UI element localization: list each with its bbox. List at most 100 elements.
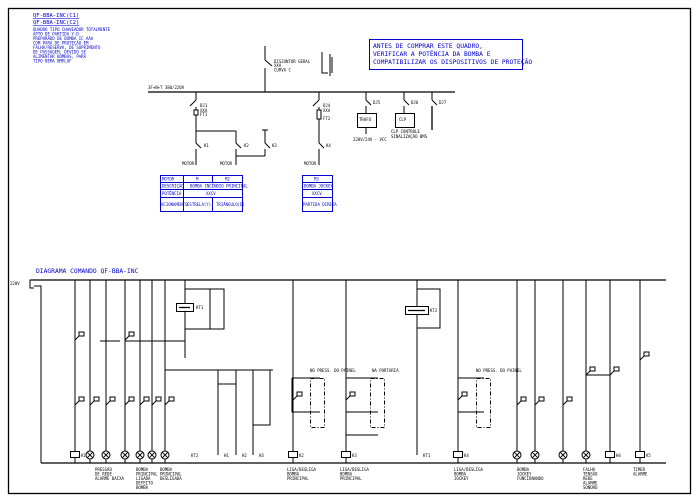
contact-actuator-icon (461, 391, 468, 397)
contact-actuator-icon (589, 366, 596, 372)
column-description-line: BOMBA (340, 472, 353, 477)
contact-actuator-icon (128, 396, 135, 402)
svg-text:XXA: XXA (200, 108, 208, 113)
power-diagram: DISJUNTOR GERAL XXA CURVA C 3F+N+T 380/2… (148, 46, 455, 166)
contactor-k2-symbol (235, 142, 242, 149)
table-main-r4c2: ESTRELA(Y) (187, 202, 211, 207)
contact-actuator-icon (349, 391, 356, 397)
control-diagram: DIAGRAMA COMANDO QF-BBA-INC 220V KT1 KT2… (10, 268, 666, 490)
coil-label: H4 (616, 453, 621, 458)
warning-line-2: VERIFICAR A POTÊNCIA DA BOMBA E (373, 49, 491, 58)
remote-panel-box-1 (310, 378, 325, 428)
contact-actuator-icon (93, 396, 100, 402)
column-description-line: PRINCIPAL (136, 472, 158, 477)
relay-ft2-symbol (316, 109, 322, 120)
table-main-r2c2: BOMBA INCÊNDIO PRINCIPAL (190, 184, 248, 189)
column-description-line: PRINCIPAL (287, 476, 309, 481)
breaker-dj5-label: DJ5 (373, 100, 381, 105)
column-description-line: LIGA/DESLIGA (454, 467, 483, 472)
breaker-dj6-label: DJ6 (411, 100, 419, 105)
contactor-k4-label: K4 (326, 143, 331, 148)
column-description-line: PRESSÃO (95, 467, 112, 472)
header-note-7: ALIMENTAR BOMBAS, PARA (33, 54, 87, 59)
column-description-line: PRINCIPAL (340, 476, 362, 481)
contact-actuator-icon (128, 331, 135, 337)
column-description-line: REDE (583, 476, 593, 481)
coil-icon (605, 451, 615, 458)
coil-label: KT2 (191, 453, 199, 458)
bus-label: 3F+N+T 380/220V (148, 85, 185, 90)
contact-actuator-icon (168, 396, 175, 402)
column-description-line: BOMBA (454, 472, 467, 477)
column-description-line: ALARME BAIXA (95, 476, 124, 481)
header-note-3: PREPARADO DE BOMBA IC AAA (33, 36, 94, 41)
column-description-line: LIGADA (136, 476, 151, 481)
header-note-4: COM PARA DE PROTEÇÃO EM (33, 41, 89, 46)
coil-label: K2 (299, 453, 304, 458)
table-main-r4c1: ACIONAMENTO (161, 202, 188, 207)
coil-label: KT1 (423, 453, 431, 458)
breaker-dj5-symbol (365, 99, 372, 106)
coil-icon (288, 451, 298, 458)
transformer-box (357, 113, 377, 128)
column-description-line: TIMER (633, 467, 646, 472)
coil-icon (635, 451, 645, 458)
breaker-jockey-symbol (312, 99, 320, 107)
svg-text:XXA: XXA (323, 108, 331, 113)
contact-actuator-icon (538, 396, 545, 402)
table-main-r1c1: MOTOR (162, 177, 175, 182)
coil-label: H1 (224, 453, 229, 458)
control-diagram-title: DIAGRAMA COMANDO QF-BBA-INC (36, 268, 139, 275)
header-title-2: QF-BBA-INC(C2) (33, 20, 79, 26)
branch-dj6-device: CLP CONTROLE (391, 129, 420, 134)
column-description-line: SONORO (583, 485, 598, 490)
column-description-line: FUNCIONANDO (517, 476, 544, 481)
motor-output-jockey: MOTOR (304, 161, 317, 166)
panel-note-1: NO PRESS. DO PAINEL (310, 368, 356, 373)
warning-line-3: COMPATIBILIZAR OS DISPOSITIVOS DE PROTEÇ… (373, 57, 532, 66)
coil-label: K5 (646, 453, 651, 458)
coil-label: H2 (242, 453, 247, 458)
sheet-border (7, 7, 692, 495)
svg-text:DJ4: DJ4 (323, 103, 331, 108)
svg-text:DJ1: DJ1 (200, 103, 208, 108)
header-note-2: APTO DE PARTIDA Y-D (33, 32, 79, 37)
warning-box: ANTES DE COMPRAR ESTE QUADRO, VERIFICAR … (369, 39, 532, 70)
header-note-8: TIPO BEMA BMPLUF (33, 59, 72, 64)
panel-note-2: NA PORTARIA (372, 368, 399, 373)
contact-actuator-icon (78, 331, 85, 337)
branch-dj5-device: 220V/24V - VCC (353, 137, 387, 142)
contact-actuator-icon (155, 396, 162, 402)
column-description-line: TENSÃO (583, 472, 598, 477)
branch-dj6-note: SINALIZAÇÃO BMS (391, 134, 428, 139)
table-main-r1c2: M (196, 177, 199, 182)
remote-panel-box-3 (476, 378, 491, 428)
plc-box (395, 113, 415, 128)
surge-protector-symbol (321, 52, 333, 76)
column-description-line: BOMBA (287, 472, 300, 477)
column-description-line: FALHA (583, 467, 596, 472)
contact-actuator-icon (566, 396, 573, 402)
header-note-1: QUADRO TIPO CHAVEADOR TOTALMENTE (33, 27, 111, 32)
column-description-line: LIGA/DESLIGA (340, 467, 369, 472)
table-jockey-r4: PARTIDA DIRETA (303, 202, 337, 207)
table-main-r3c1: POTÊNCIA (162, 191, 182, 196)
table-main-r2c1: DESCRIÇÃO (162, 184, 184, 189)
coil-label: K1 (81, 453, 86, 458)
contactor-k3-symbol (264, 142, 271, 149)
motor-output-left-1: MOTOR (182, 161, 195, 166)
header-note-5: FALHA/RESERVA, DE SUPRIMENTO (33, 45, 101, 50)
main-breaker-label-1: DISJUNTOR GERAL (274, 59, 311, 64)
contact-actuator-icon (78, 396, 85, 402)
coil-label: K4 (464, 453, 469, 458)
motor-output-left-2: MOTOR (220, 161, 233, 166)
column-description-line: ALARME (583, 481, 598, 486)
relay-ft1-label: FT1 (200, 112, 208, 117)
contactor-k2-label: K2 (244, 143, 249, 148)
